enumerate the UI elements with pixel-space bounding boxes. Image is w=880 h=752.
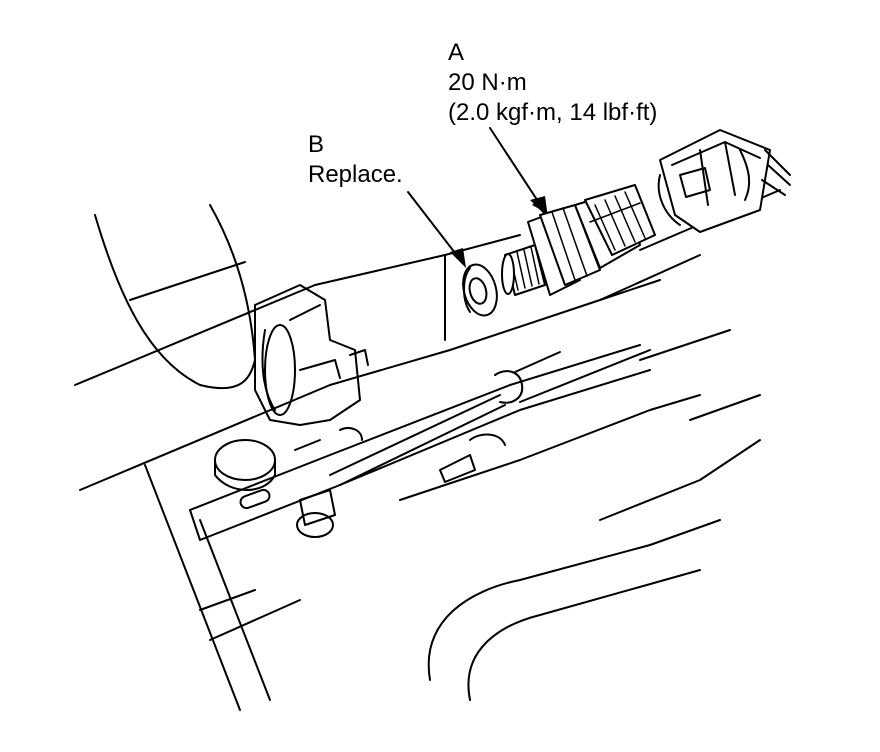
lower-mechanism	[189, 344, 651, 541]
callout-a-torque: 20 N·m	[448, 69, 527, 96]
leader-b	[407, 191, 466, 268]
callout-b-letter: B	[308, 131, 325, 158]
leader-a	[489, 127, 548, 218]
callout-a-torque-alt: (2.0 kgf·m, 14 lbf·ft)	[448, 99, 658, 126]
callout-a-letter: A	[448, 39, 465, 66]
sealing-washer	[462, 263, 498, 317]
electrical-connector	[657, 129, 791, 233]
oil-pressure-switch	[501, 184, 656, 296]
callout-b-note: Replace.	[308, 161, 403, 188]
engine-block-outline	[74, 189, 781, 491]
lower-housing	[144, 329, 761, 711]
camshaft-flange	[254, 284, 369, 426]
